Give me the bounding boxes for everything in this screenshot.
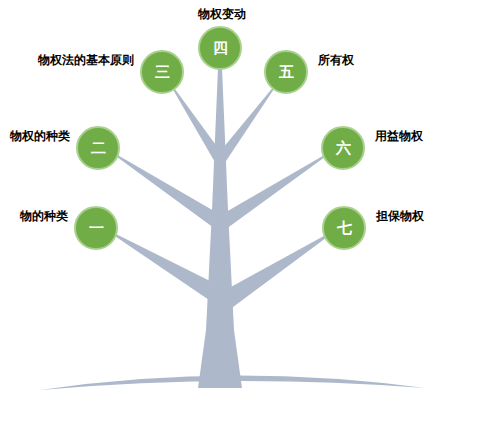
topic-label: 物权法的基本原则 xyxy=(38,53,134,67)
topic-circle: 六用益物权 xyxy=(321,126,365,170)
branch xyxy=(100,226,212,302)
callout-number: 三 xyxy=(155,65,170,80)
trunk xyxy=(198,68,242,388)
callout-number: 二 xyxy=(91,141,106,156)
topic-label: 物权变动 xyxy=(198,7,246,21)
callout-number: 一 xyxy=(89,221,104,236)
topic-label: 物权的种类 xyxy=(10,129,70,143)
topic-label: 所有权 xyxy=(318,53,354,67)
branch xyxy=(102,146,214,228)
topic-circle: 三物权法的基本原则 xyxy=(140,50,184,94)
callout-number: 五 xyxy=(279,65,294,80)
callout-number: 七 xyxy=(337,221,352,236)
topic-circle: 七担保物权 xyxy=(322,206,366,250)
topic-circle: 二物权的种类 xyxy=(76,126,120,170)
tree-shape xyxy=(40,68,425,390)
topic-circle: 四物权变动 xyxy=(198,26,242,70)
callout-number: 六 xyxy=(336,141,351,156)
topic-circle: 一物的种类 xyxy=(74,206,118,250)
topic-label: 担保物权 xyxy=(376,209,424,223)
topic-circle: 五所有权 xyxy=(264,50,308,94)
callout-number: 四 xyxy=(213,41,228,56)
topic-label: 物的种类 xyxy=(20,209,68,223)
topic-label: 用益物权 xyxy=(375,129,423,143)
